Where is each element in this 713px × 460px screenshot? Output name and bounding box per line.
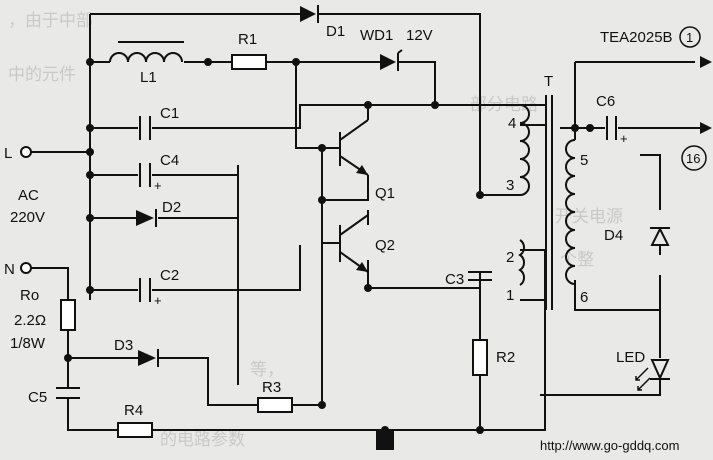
- label-pin1-output: 1: [686, 30, 693, 45]
- label-terminal-l: L: [4, 145, 12, 162]
- diode-d2: [136, 209, 157, 227]
- diode-d4: [650, 226, 670, 246]
- capacitor-c4: +: [139, 163, 162, 193]
- label-pin-3: 3: [506, 177, 514, 194]
- label-r3: R3: [262, 379, 281, 396]
- label-c5: C5: [28, 389, 47, 406]
- led-indicator: [635, 359, 670, 391]
- terminal-n-icon: [20, 262, 32, 274]
- svg-text:中的元件: 中的元件: [8, 65, 76, 84]
- label-q1: Q1: [375, 185, 395, 202]
- inductor-l1: [109, 41, 184, 63]
- svg-text:+: +: [154, 178, 162, 193]
- capacitor-c1: [139, 116, 151, 140]
- wiring: [28, 13, 700, 448]
- ground-icon: [376, 430, 394, 450]
- label-t: T: [544, 73, 553, 90]
- svg-text:的电路参数: 的电路参数: [160, 430, 245, 449]
- capacitor-c6: +: [606, 116, 628, 146]
- arrow-icon: [700, 56, 712, 134]
- label-c2: C2: [160, 267, 179, 284]
- transistor-q2: [322, 214, 369, 273]
- label-r4: R4: [124, 402, 143, 419]
- capacitor-c5: [56, 387, 80, 399]
- resistor-r1: [231, 54, 267, 70]
- pin16-marker-icon: [681, 145, 707, 171]
- transformer-t: [518, 95, 576, 310]
- diode-d3: [138, 349, 159, 367]
- label-ic: TEA2025B: [600, 29, 673, 46]
- capacitor-c2: +: [139, 278, 162, 308]
- transistor-q1: [322, 119, 369, 176]
- terminal-l-icon: [20, 146, 32, 158]
- svg-text:个整: 个整: [560, 250, 594, 269]
- svg-text:等，: 等，: [250, 360, 284, 379]
- svg-text:，由于中部: ，由于中部: [8, 11, 93, 30]
- label-led: LED: [616, 349, 645, 366]
- pin1-marker-icon: [679, 26, 701, 48]
- label-c4: C4: [160, 152, 179, 169]
- resistor-r3: [257, 397, 293, 413]
- label-pin-5: 5: [580, 152, 588, 169]
- label-c3: C3: [445, 271, 464, 288]
- label-d1: D1: [326, 23, 345, 40]
- label-ac-voltage: 220V: [10, 209, 45, 226]
- resistor-r2: [472, 339, 488, 376]
- resistor-r4: [117, 422, 153, 438]
- capacitor-c3: [468, 271, 492, 281]
- label-d4: D4: [604, 227, 623, 244]
- resistor-ro: [60, 299, 76, 331]
- label-wd1-value: 12V: [406, 27, 433, 44]
- label-q2: Q2: [375, 237, 395, 254]
- svg-text:+: +: [620, 131, 628, 146]
- label-pin-6: 6: [580, 289, 588, 306]
- zener-wd1: [380, 49, 403, 71]
- label-ro-power: 1/8W: [10, 335, 46, 352]
- label-terminal-n: N: [4, 261, 15, 278]
- label-r2: R2: [496, 349, 515, 366]
- label-ro-value: 2.2Ω: [14, 312, 46, 329]
- label-pin-1: 1: [506, 287, 514, 304]
- label-ro: Ro: [20, 287, 39, 304]
- label-l1: L1: [140, 69, 157, 86]
- label-c6: C6: [596, 93, 615, 110]
- label-pin-2: 2: [506, 249, 514, 266]
- junction-dots: [64, 58, 594, 434]
- watermark-url: http://www.go-gddq.com: [540, 438, 679, 453]
- label-pin16-output: 16: [686, 151, 700, 166]
- label-r1: R1: [238, 31, 257, 48]
- label-wd1: WD1: [360, 27, 393, 44]
- label-pin-4: 4: [508, 115, 516, 132]
- svg-text:+: +: [154, 293, 162, 308]
- label-c1: C1: [160, 105, 179, 122]
- label-d2: D2: [162, 199, 181, 216]
- label-d3: D3: [114, 337, 133, 354]
- label-ac: AC: [18, 187, 39, 204]
- diode-d1: [300, 5, 319, 23]
- svg-text:开关电源: 开关电源: [555, 207, 623, 226]
- labels: L1 R1 D1 WD1 12V C1 C4 D2 C2 Q1 Q2 Ro 2.…: [4, 23, 700, 453]
